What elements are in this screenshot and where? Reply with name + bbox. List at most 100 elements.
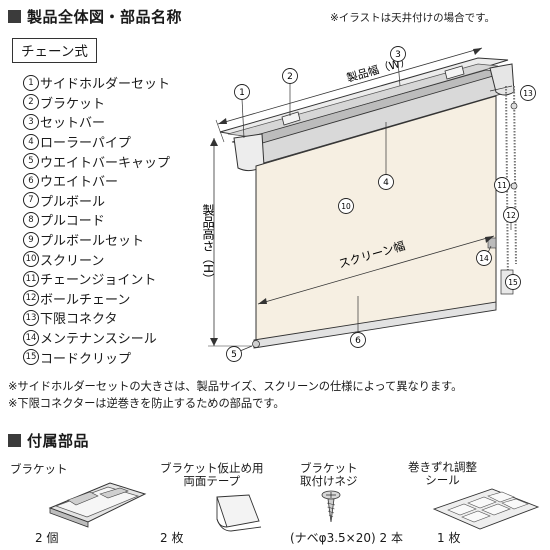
accessory-qty: 1 枚 — [437, 531, 461, 545]
callout-circle — [350, 332, 366, 348]
accessory-qty: 2 個 — [35, 531, 59, 545]
callout-11: 11 — [494, 177, 510, 193]
accessory-label-text: ブラケット仮止め用両面テープ — [160, 461, 264, 488]
section-title-overview: 製品全体図・部品名称 — [8, 6, 182, 27]
callout-13: 13 — [520, 85, 536, 101]
callout-circle — [476, 250, 492, 266]
callout-circle — [505, 274, 521, 290]
callout-4: 4 — [378, 174, 394, 190]
part-number: 10 — [23, 251, 39, 268]
part-name: サイドホルダーセット — [40, 77, 171, 93]
accessories-title-text: 付属部品 — [27, 432, 90, 450]
part-number: 9 — [23, 231, 39, 248]
part-number: 6 — [23, 172, 39, 189]
callout-leaders — [239, 60, 513, 352]
callout-circle — [520, 85, 536, 101]
part-name: ブラケット — [40, 96, 106, 112]
part-name: プルボール — [40, 194, 106, 210]
part-name: メンテナンスシール — [40, 332, 157, 348]
part-number: 3 — [23, 113, 39, 130]
square-bullet-icon — [8, 434, 21, 447]
accessory-qty: 2 枚 — [160, 531, 184, 545]
callout-3: 3 — [390, 46, 406, 62]
part-number: 1 — [23, 74, 39, 91]
accessory-label-text: ブラケット取付けネジ — [300, 461, 358, 488]
callout-number: 2 — [287, 72, 293, 82]
weight-bar — [252, 301, 497, 349]
callout-number: 14 — [479, 254, 489, 263]
part-number: 14 — [23, 329, 39, 346]
height-dimension: 製品高さ（H） — [201, 138, 252, 347]
accessory-qty: (ナベφ3.5×20) 2 本 — [290, 531, 403, 545]
part-number: 13 — [23, 309, 39, 326]
callout-circle — [338, 198, 354, 214]
note-lower-connector: ※下限コネクターは逆巻きを防止するための部品です。 — [8, 397, 285, 410]
part-name: スクリーン — [40, 253, 105, 269]
callout-number: 1 — [239, 88, 245, 98]
bracket-shapes — [281, 65, 465, 126]
overview-title-text: 製品全体図・部品名称 — [27, 8, 183, 26]
part-number: 4 — [23, 133, 39, 150]
callout-number: 10 — [341, 202, 351, 211]
callout-circle — [494, 177, 510, 193]
part-number: 8 — [23, 211, 39, 228]
callout-10: 10 — [338, 198, 354, 214]
screw-icon — [321, 490, 341, 523]
part-name: コードクリップ — [40, 351, 132, 367]
callout-number: 4 — [383, 178, 389, 188]
square-bullet-icon — [8, 10, 21, 23]
callout-1: 1 — [234, 84, 250, 100]
part-number: 11 — [23, 270, 39, 287]
illustration-note: ※イラストは天井付けの場合です。 — [330, 12, 496, 24]
callout-2: 2 — [282, 68, 298, 84]
part-name: ウエイトバー — [40, 175, 119, 191]
part-number: 7 — [23, 192, 39, 209]
callout-circle — [378, 174, 394, 190]
seal-sheet-icon — [432, 488, 540, 530]
accessory-label: ブラケット仮止め用両面テープ — [160, 462, 264, 488]
accessory-label-text: 巻きずれ調整シール — [408, 460, 477, 487]
callout-number: 13 — [523, 89, 533, 98]
callout-14: 14 — [476, 250, 492, 266]
callout-6: 6 — [350, 332, 366, 348]
callout-circle — [234, 84, 250, 100]
callout-15: 15 — [505, 274, 521, 290]
section-title-accessories: 付属部品 — [8, 430, 89, 451]
part-number: 15 — [23, 349, 39, 366]
bracket-icon — [48, 482, 147, 528]
part-name: 下限コネクタ — [40, 312, 118, 328]
callout-number: 3 — [395, 50, 401, 60]
part-name: セットバー — [40, 116, 106, 132]
part-number: 12 — [23, 290, 39, 307]
height-label: 製品高さ（H） — [201, 204, 215, 285]
accessory-label: ブラケット — [10, 462, 68, 476]
chain-type-label: チェーン式 — [12, 38, 97, 63]
part-name: ボールチェーン — [40, 292, 131, 308]
part-name: ウエイトバーキャップ — [40, 155, 171, 171]
callout-circle — [282, 68, 298, 84]
part-name: チェーンジョイント — [40, 273, 157, 289]
part-name: ローラーパイプ — [40, 136, 131, 152]
callout-number: 15 — [508, 278, 518, 287]
callout-circle — [503, 207, 519, 223]
callout-circle — [226, 346, 242, 362]
accessory-label: 巻きずれ調整シール — [408, 461, 477, 487]
part-number: 5 — [23, 153, 39, 170]
part-name: プルコード — [40, 214, 105, 230]
